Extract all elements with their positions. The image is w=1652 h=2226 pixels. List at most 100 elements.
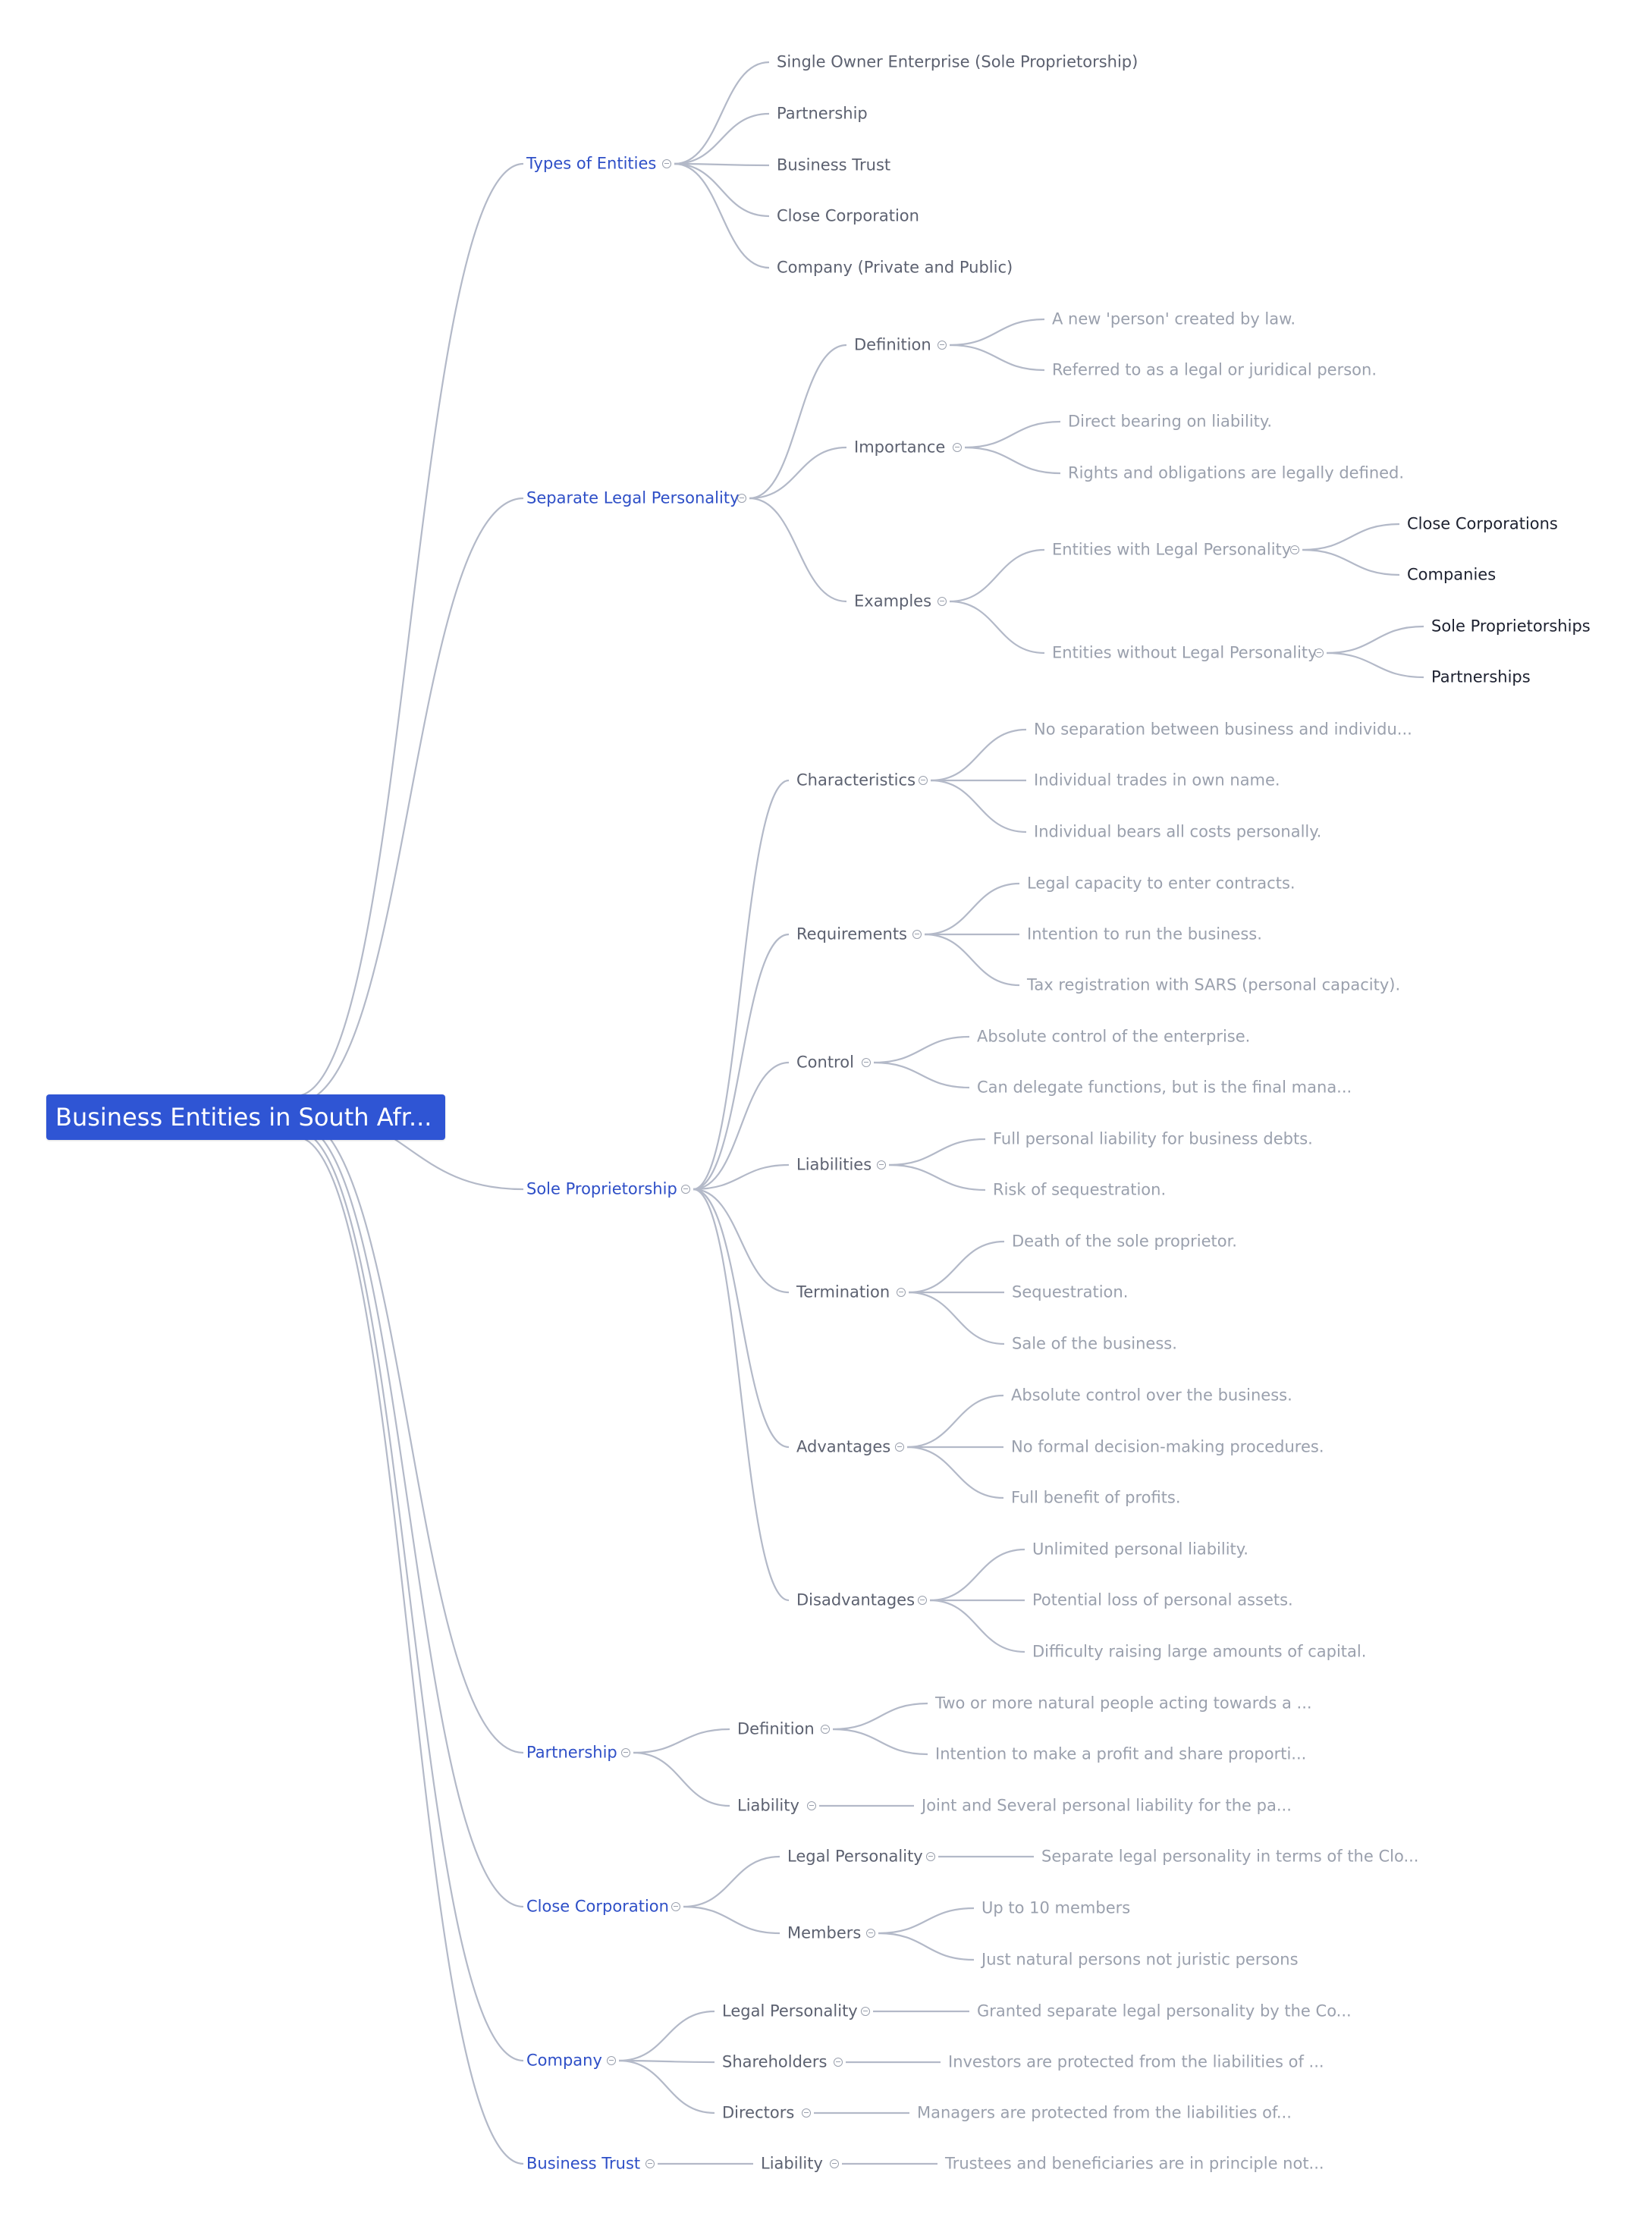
branch-types-of-entities[interactable]: Types of Entities [526, 154, 657, 173]
branch-sole-proprietorship-termination-sale-of-the-business[interactable]: Sale of the business. [1012, 1334, 1177, 1353]
branch-company-shareholders[interactable]: Shareholders [722, 2052, 828, 2071]
branch-separate-legal-personality-examples-entities-without-legal-personality-sole-proprietorships[interactable]: Sole Proprietorships [1431, 617, 1591, 636]
branch-sole-proprietorship-characteristics[interactable]: Characteristics [796, 771, 916, 790]
branch-close-corporation-legal-personality[interactable]: Legal Personality [787, 1847, 923, 1866]
branch-company-shareholders-collapse-icon[interactable] [834, 2058, 843, 2067]
branch-partnership-definition-two-or-more-natural-people-acting-towards-a[interactable]: Two or more natural people acting toward… [935, 1694, 1312, 1713]
branch-company-legal-personality[interactable]: Legal Personality [722, 2002, 858, 2020]
branch-sole-proprietorship-liabilities-full-personal-liability-for-business-debts[interactable]: Full personal liability for business deb… [993, 1129, 1313, 1148]
branch-types-of-entities-collapse-icon[interactable] [662, 159, 671, 168]
branch-close-corporation-edge [295, 1122, 524, 1908]
branch-sole-proprietorship[interactable]: Sole Proprietorship [526, 1179, 677, 1198]
branch-partnership-liability-collapse-icon[interactable] [807, 1801, 816, 1810]
branch-close-corporation-legal-personality-separate-legal-personality-in-terms-of-the-clo[interactable]: Separate legal personality in terms of t… [1041, 1847, 1419, 1866]
branch-close-corporation-collapse-icon[interactable] [671, 1902, 680, 1911]
branch-close-corporation-members[interactable]: Members [787, 1923, 862, 1942]
branch-company-directors[interactable]: Directors [722, 2103, 795, 2122]
branch-sole-proprietorship-advantages-full-benefit-of-profits-edge [906, 1446, 1004, 1499]
branch-sole-proprietorship-requirements[interactable]: Requirements [796, 925, 907, 943]
branch-sole-proprietorship-liabilities-risk-of-sequestration[interactable]: Risk of sequestration. [993, 1180, 1167, 1199]
branch-separate-legal-personality-examples-entities-without-legal-personality[interactable]: Entities without Legal Personality [1052, 643, 1318, 662]
branch-sole-proprietorship-characteristics-individual-bears-all-costs-personally[interactable]: Individual bears all costs personally. [1034, 822, 1322, 841]
branch-sole-proprietorship-termination-sequestration[interactable]: Sequestration. [1012, 1283, 1129, 1301]
branch-company[interactable]: Company [526, 2051, 602, 2070]
branch-separate-legal-personality[interactable]: Separate Legal Personality [526, 488, 740, 507]
branch-separate-legal-personality-examples-collapse-icon[interactable] [937, 597, 947, 606]
branch-close-corporation-members-up-to-10-members[interactable]: Up to 10 members [981, 1898, 1131, 1917]
branch-separate-legal-personality-definition-a-new-person-created-by-law[interactable]: A new 'person' created by law. [1052, 309, 1296, 328]
branch-sole-proprietorship-requirements-legal-capacity-to-enter-contracts[interactable]: Legal capacity to enter contracts. [1027, 874, 1296, 893]
branch-separate-legal-personality-examples-entities-without-legal-personality-partnerships[interactable]: Partnerships [1431, 667, 1531, 686]
branch-partnership[interactable]: Partnership [526, 1743, 617, 1762]
branch-separate-legal-personality-definition-referred-to-as-a-legal-or-juridical-person[interactable]: Referred to as a legal or juridical pers… [1052, 360, 1377, 379]
branch-separate-legal-personality-importance[interactable]: Importance [854, 438, 946, 457]
branch-separate-legal-personality-examples-entities-with-legal-personality-collapse-icon[interactable] [1290, 545, 1299, 554]
branch-business-trust-liability-trustees-and-beneficiaries-are-in-principle-not[interactable]: Trustees and beneficiaries are in princi… [945, 2154, 1324, 2173]
branch-types-of-entities-partnership[interactable]: Partnership [777, 104, 868, 123]
branch-close-corporation-members-collapse-icon[interactable] [866, 1929, 875, 1938]
branch-company-directors-collapse-icon[interactable] [802, 2108, 811, 2118]
branch-sole-proprietorship-disadvantages-unlimited-personal-liability[interactable]: Unlimited personal liability. [1032, 1540, 1248, 1559]
branch-separate-legal-personality-examples[interactable]: Examples [854, 592, 932, 611]
branch-separate-legal-personality-examples-entities-without-legal-personality-collapse-icon[interactable] [1314, 648, 1324, 658]
branch-business-trust-liability-collapse-icon[interactable] [830, 2159, 839, 2168]
branch-types-of-entities-business-trust[interactable]: Business Trust [777, 155, 891, 174]
branch-sole-proprietorship-characteristics-individual-trades-in-own-name[interactable]: Individual trades in own name. [1034, 771, 1280, 790]
branch-sole-proprietorship-control[interactable]: Control [796, 1053, 854, 1072]
branch-company-collapse-icon[interactable] [607, 2056, 616, 2065]
branch-separate-legal-personality-importance-collapse-icon[interactable] [953, 443, 962, 452]
branch-sole-proprietorship-disadvantages-collapse-icon[interactable] [918, 1596, 927, 1605]
branch-business-trust-collapse-icon[interactable] [645, 2159, 655, 2168]
branch-types-of-entities-close-corporation[interactable]: Close Corporation [777, 206, 919, 225]
branch-partnership-liability-joint-and-several-personal-liability-for-the-pa[interactable]: Joint and Several personal liability for… [922, 1796, 1292, 1815]
branch-separate-legal-personality-examples-entities-with-legal-personality-close-corporations[interactable]: Close Corporations [1407, 514, 1558, 533]
branch-partnership-definition[interactable]: Definition [737, 1719, 815, 1738]
branch-sole-proprietorship-characteristics-collapse-icon[interactable] [919, 776, 928, 785]
branch-business-trust[interactable]: Business Trust [526, 2154, 641, 2173]
branch-sole-proprietorship-liabilities[interactable]: Liabilities [796, 1155, 872, 1174]
branch-partnership-liability[interactable]: Liability [737, 1796, 799, 1815]
branch-sole-proprietorship-requirements-intention-to-run-the-business[interactable]: Intention to run the business. [1027, 925, 1262, 943]
branch-separate-legal-personality-examples-entities-with-legal-personality-companies[interactable]: Companies [1407, 565, 1497, 584]
branch-sole-proprietorship-disadvantages[interactable]: Disadvantages [796, 1590, 916, 1609]
branch-sole-proprietorship-characteristics-no-separation-between-business-and-individu[interactable]: No separation between business and indiv… [1034, 720, 1412, 739]
branch-sole-proprietorship-disadvantages-potential-loss-of-personal-assets[interactable]: Potential loss of personal assets. [1032, 1590, 1293, 1609]
branch-separate-legal-personality-examples-entities-with-legal-personality[interactable]: Entities with Legal Personality [1052, 540, 1292, 559]
branch-sole-proprietorship-disadvantages-difficulty-raising-large-amounts-of-capital[interactable]: Difficulty raising large amounts of capi… [1032, 1642, 1367, 1661]
branch-sole-proprietorship-control-can-delegate-functions-but-is-the-final-mana[interactable]: Can delegate functions, but is the final… [977, 1078, 1352, 1097]
branch-sole-proprietorship-advantages[interactable]: Advantages [796, 1437, 891, 1456]
branch-company-shareholders-investors-are-protected-from-the-liabilities-of[interactable]: Investors are protected from the liabili… [948, 2052, 1324, 2071]
branch-sole-proprietorship-termination-death-of-the-sole-proprietor[interactable]: Death of the sole proprietor. [1012, 1232, 1237, 1251]
branch-sole-proprietorship-advantages-collapse-icon[interactable] [895, 1443, 904, 1452]
branch-sole-proprietorship-control-collapse-icon[interactable] [862, 1058, 871, 1067]
branch-sole-proprietorship-advantages-absolute-control-over-the-business[interactable]: Absolute control over the business. [1011, 1386, 1292, 1405]
branch-company-legal-personality-collapse-icon[interactable] [861, 2007, 870, 2016]
branch-separate-legal-personality-definition-collapse-icon[interactable] [937, 341, 947, 350]
branch-sole-proprietorship-termination-collapse-icon[interactable] [897, 1288, 906, 1297]
branch-separate-legal-personality-importance-direct-bearing-on-liability[interactable]: Direct bearing on liability. [1068, 412, 1273, 431]
branch-sole-proprietorship-requirements-collapse-icon[interactable] [912, 930, 922, 939]
branch-close-corporation[interactable]: Close Corporation [526, 1897, 669, 1916]
branch-separate-legal-personality-importance-rights-and-obligations-are-legally-defined[interactable]: Rights and obligations are legally defin… [1068, 463, 1405, 482]
branch-sole-proprietorship-termination[interactable]: Termination [796, 1283, 890, 1301]
branch-separate-legal-personality-collapse-icon[interactable] [737, 494, 746, 503]
branch-types-of-entities-single-owner-enterprise-sole-proprietorship[interactable]: Single Owner Enterprise (Sole Proprietor… [777, 52, 1138, 71]
branch-sole-proprietorship-collapse-icon[interactable] [681, 1185, 690, 1194]
branch-sole-proprietorship-advantages-no-formal-decision-making-procedures[interactable]: No formal decision-making procedures. [1011, 1437, 1324, 1456]
branch-business-trust-liability[interactable]: Liability [761, 2154, 823, 2173]
branch-sole-proprietorship-characteristics-individual-bears-all-costs-personally-edge [930, 779, 1027, 834]
branch-company-directors-managers-are-protected-from-the-liabilities-of[interactable]: Managers are protected from the liabilit… [917, 2103, 1292, 2122]
branch-types-of-entities-company-private-and-public[interactable]: Company (Private and Public) [777, 258, 1013, 277]
branch-partnership-collapse-icon[interactable] [621, 1748, 630, 1757]
branch-sole-proprietorship-control-absolute-control-of-the-enterprise[interactable]: Absolute control of the enterprise. [977, 1027, 1251, 1046]
branch-separate-legal-personality-definition[interactable]: Definition [854, 335, 931, 354]
branch-close-corporation-members-just-natural-persons-not-juristic-persons[interactable]: Just natural persons not juristic person… [981, 1950, 1299, 1969]
branch-company-legal-personality-granted-separate-legal-personality-by-the-co[interactable]: Granted separate legal personality by th… [977, 2002, 1352, 2020]
branch-sole-proprietorship-advantages-full-benefit-of-profits[interactable]: Full benefit of profits. [1011, 1488, 1181, 1507]
branch-close-corporation-legal-personality-collapse-icon[interactable] [926, 1852, 935, 1861]
branch-partnership-definition-collapse-icon[interactable] [821, 1725, 830, 1734]
branch-sole-proprietorship-liabilities-collapse-icon[interactable] [877, 1160, 886, 1170]
branch-partnership-definition-intention-to-make-a-profit-and-share-proporti[interactable]: Intention to make a profit and share pro… [935, 1744, 1307, 1763]
root-node[interactable]: Business Entities in South Afr... [46, 1094, 446, 1140]
branch-sole-proprietorship-requirements-tax-registration-with-sars-personal-capacity[interactable]: Tax registration with SARS (personal cap… [1027, 975, 1401, 994]
